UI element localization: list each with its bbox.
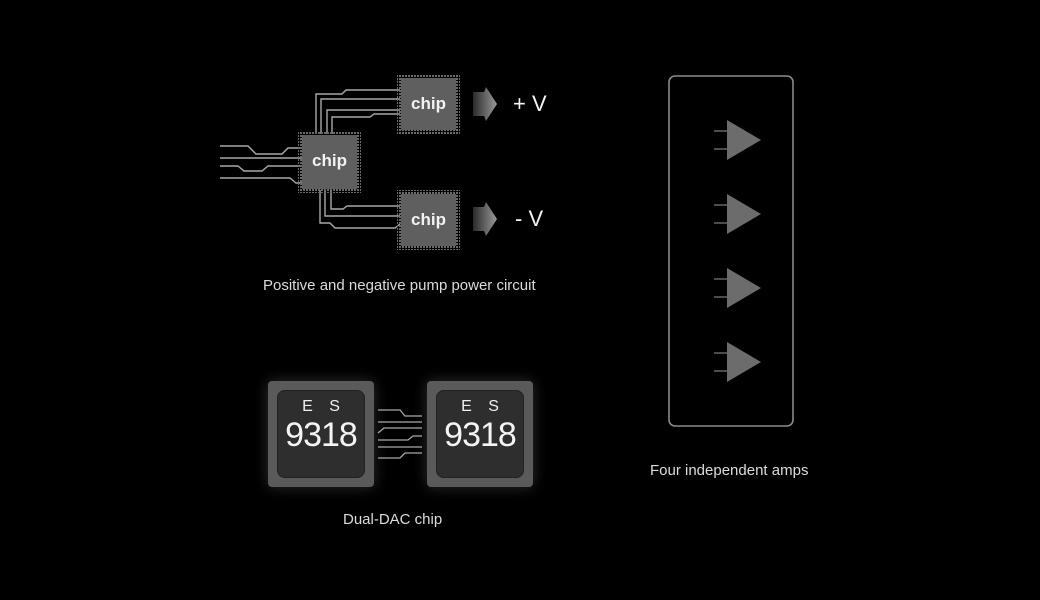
dac-chip-left: E S 9318 bbox=[268, 381, 374, 487]
main-chip bbox=[298, 131, 361, 193]
dac-model: 9318 bbox=[444, 416, 517, 454]
upper-chip bbox=[397, 74, 460, 134]
negative-voltage-label: - V bbox=[515, 206, 544, 231]
lower-chip bbox=[397, 190, 460, 250]
amps-frame bbox=[668, 75, 794, 427]
amp-icon bbox=[714, 120, 761, 160]
positive-voltage-label: + V bbox=[513, 91, 547, 116]
positive-arrow-icon bbox=[473, 87, 497, 121]
input-traces bbox=[220, 145, 302, 184]
amp-icon bbox=[714, 342, 761, 382]
negative-arrow-icon bbox=[473, 202, 497, 236]
upper-chip-label: chip bbox=[411, 94, 446, 113]
amp-icon bbox=[714, 268, 761, 308]
lower-chip-label: chip bbox=[411, 210, 446, 229]
dac-brand: E S bbox=[461, 398, 505, 415]
amps-caption: Four independent amps bbox=[650, 462, 809, 479]
amps-group bbox=[714, 120, 761, 382]
dac-model: 9318 bbox=[285, 416, 358, 454]
dual-dac-caption: Dual-DAC chip bbox=[343, 511, 443, 528]
dac-chip-right: E S 9318 bbox=[427, 381, 533, 487]
amp-icon bbox=[714, 194, 761, 234]
power-circuit-caption: Positive and negative pump power circuit bbox=[263, 277, 536, 294]
lower-traces bbox=[319, 190, 401, 229]
upper-traces bbox=[315, 89, 400, 134]
main-chip-label: chip bbox=[312, 151, 347, 170]
dac-traces bbox=[377, 409, 422, 459]
dac-brand: E S bbox=[302, 398, 346, 415]
